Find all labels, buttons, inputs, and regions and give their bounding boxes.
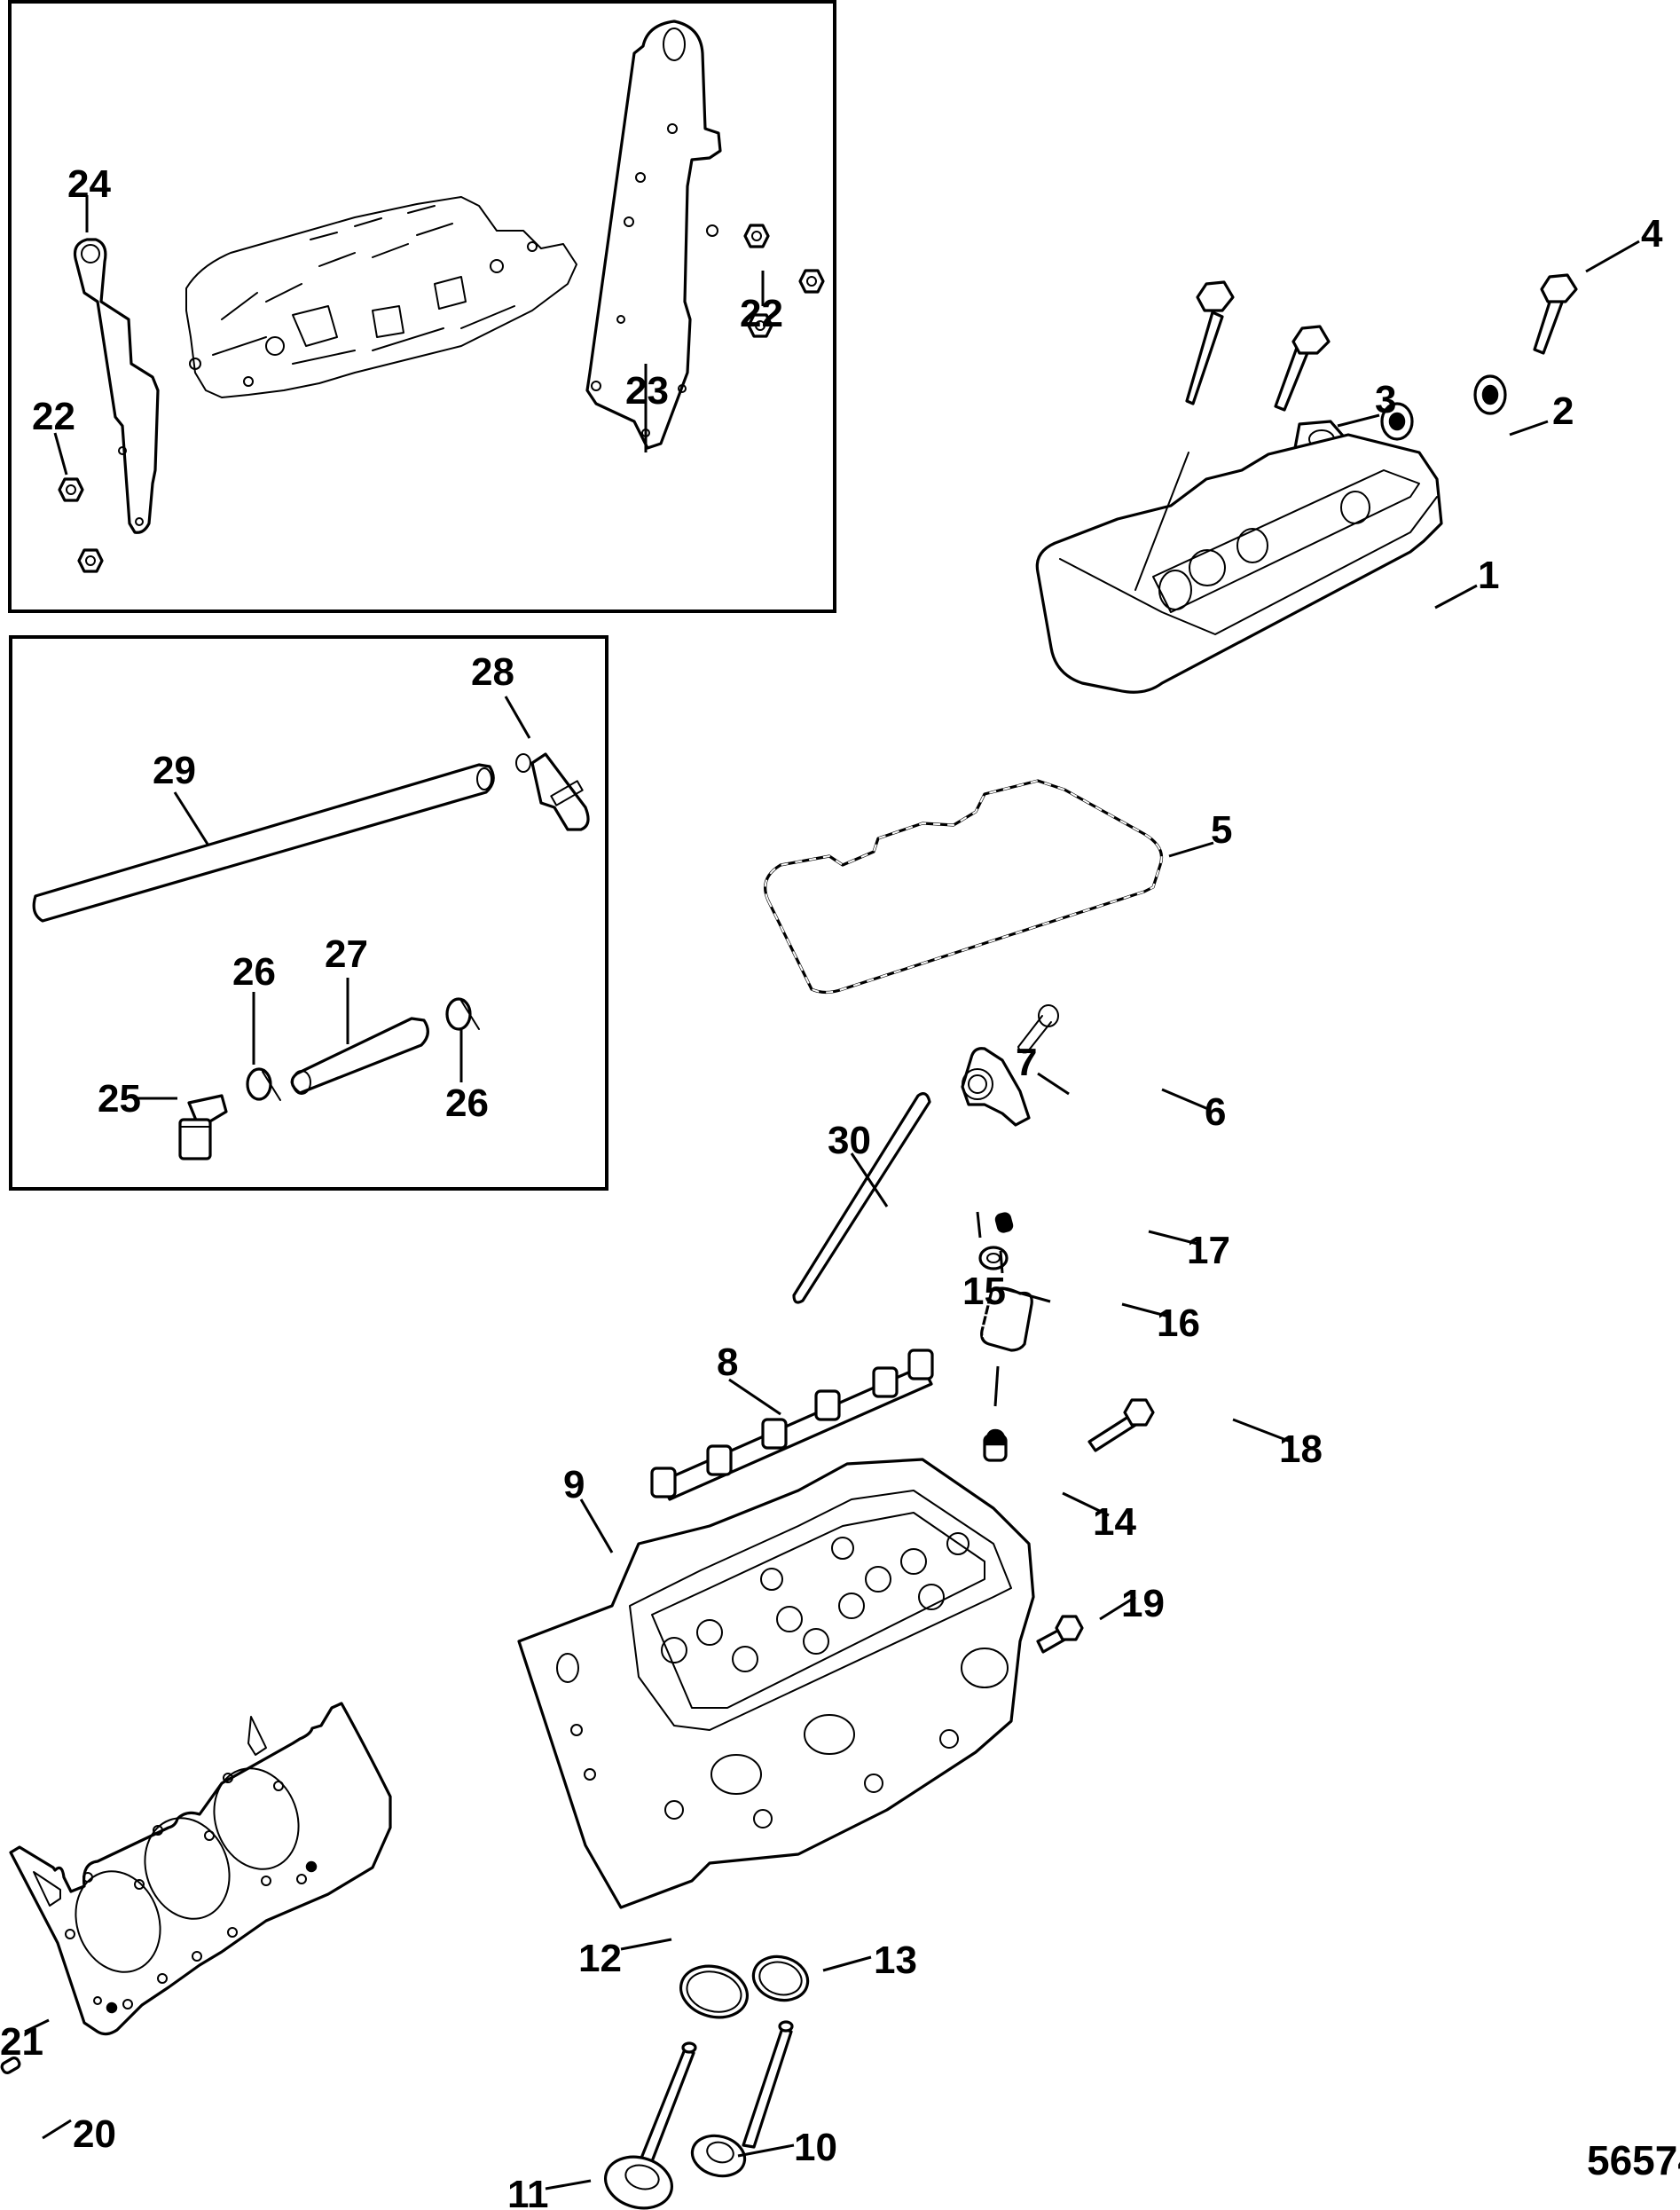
grommet-icon xyxy=(1473,374,1507,415)
nut-icon xyxy=(743,224,770,248)
intake-valve-11 xyxy=(603,2041,697,2210)
callout-27: 27 xyxy=(325,932,368,976)
bolt-icon xyxy=(1533,273,1578,355)
lifting-bracket-23 xyxy=(585,20,722,450)
rail-boss xyxy=(650,1467,677,1498)
valve-seat-ring-12 xyxy=(679,1964,750,2019)
valve-key-17 xyxy=(994,1212,1014,1233)
elbow-fitting-28 xyxy=(515,752,590,831)
callout-22-left: 22 xyxy=(32,395,75,438)
inset-2-frame xyxy=(9,635,608,1191)
callout-2: 2 xyxy=(1552,389,1574,433)
callout-16: 16 xyxy=(1157,1302,1200,1345)
cover-bolts-4 xyxy=(1185,273,1578,412)
grommet-icon xyxy=(1380,402,1414,441)
pushrod-guide-rail-8 xyxy=(650,1349,934,1501)
nut-22-group xyxy=(58,224,825,573)
nut-icon xyxy=(747,313,773,338)
rocker-cover-gasket-5 xyxy=(764,779,1164,995)
hose-29 xyxy=(32,763,495,923)
callout-10: 10 xyxy=(794,2126,837,2169)
document-number: 56574 xyxy=(1587,2137,1680,2183)
callout-11: 11 xyxy=(507,2173,549,2210)
callout-labels: 4 3 2 1 5 7 6 30 17 16 15 8 18 9 14 19 2… xyxy=(0,212,1663,2210)
callout-26-left: 26 xyxy=(232,950,276,994)
nut-icon xyxy=(798,269,825,294)
callout-8: 8 xyxy=(717,1341,738,1384)
inset-2: 28 29 27 26 26 25 xyxy=(9,635,608,1191)
inset-1: 24 22 22 23 xyxy=(8,0,836,613)
dowel-pin-20 xyxy=(0,2057,21,2074)
exhaust-valve-10 xyxy=(690,2020,794,2178)
lifting-bracket-24 xyxy=(73,238,160,534)
rail-boss xyxy=(706,1444,733,1476)
callout-24: 24 xyxy=(67,162,111,206)
callout-17: 17 xyxy=(1187,1229,1230,1272)
nut-icon xyxy=(77,548,104,573)
rail-boss xyxy=(872,1366,899,1398)
callout-14: 14 xyxy=(1093,1500,1136,1544)
cylinder-head-9 xyxy=(517,1458,1035,1909)
head-bolt-18 xyxy=(1087,1398,1155,1452)
callout-20: 20 xyxy=(73,2112,116,2156)
inset-1-frame xyxy=(8,0,836,613)
callout-28: 28 xyxy=(471,650,514,694)
callout-9: 9 xyxy=(563,1463,585,1506)
rocker-cover-1 xyxy=(1035,433,1443,694)
valve-bores xyxy=(661,1532,970,1672)
valve-seat-ring-13 xyxy=(751,1954,810,2002)
callout-6: 6 xyxy=(1205,1090,1226,1134)
callout-19: 19 xyxy=(1121,1582,1165,1625)
callout-5: 5 xyxy=(1211,808,1232,852)
callout-15: 15 xyxy=(962,1270,1006,1313)
hose-clamp-26-left xyxy=(246,1067,281,1101)
bolt-icon xyxy=(1185,280,1235,405)
exhaust-ports xyxy=(710,1648,1009,1795)
rail-boss xyxy=(814,1389,841,1421)
callout-12: 12 xyxy=(578,1937,622,1980)
callout-13: 13 xyxy=(874,1939,917,1982)
bolt-icon xyxy=(1274,325,1331,412)
callout-26-right: 26 xyxy=(445,1081,489,1125)
head-bolt-19 xyxy=(1036,1615,1084,1654)
callout-30: 30 xyxy=(828,1119,871,1162)
valve-spring-15 xyxy=(980,1286,1033,1352)
rocker-arm-7 xyxy=(961,1047,1031,1127)
rail-boss xyxy=(907,1349,934,1380)
callout-18: 18 xyxy=(1279,1427,1323,1471)
callout-22-right: 22 xyxy=(740,292,783,335)
pushrod-30 xyxy=(792,1092,931,1304)
rail-boss xyxy=(761,1418,788,1450)
callout-29: 29 xyxy=(153,749,196,792)
callout-25: 25 xyxy=(98,1077,141,1121)
rocker-arm-bolt-6 xyxy=(1017,1004,1059,1054)
intake-manifold-outline xyxy=(185,196,577,398)
hose-clamp-26-right xyxy=(445,997,480,1031)
callout-23: 23 xyxy=(625,369,669,413)
callout-3: 3 xyxy=(1375,378,1396,421)
callout-4: 4 xyxy=(1641,212,1663,256)
callout-21: 21 xyxy=(0,2020,43,2064)
leader-lines xyxy=(24,240,1640,2190)
callout-7: 7 xyxy=(1016,1041,1037,1084)
nut-icon xyxy=(58,477,84,502)
callout-1: 1 xyxy=(1478,554,1499,597)
head-gasket-21 xyxy=(9,1702,392,2036)
hose-27 xyxy=(290,1017,429,1095)
elbow-fitting-25 xyxy=(178,1094,228,1160)
valve-stem-seal-14 xyxy=(983,1428,1008,1462)
